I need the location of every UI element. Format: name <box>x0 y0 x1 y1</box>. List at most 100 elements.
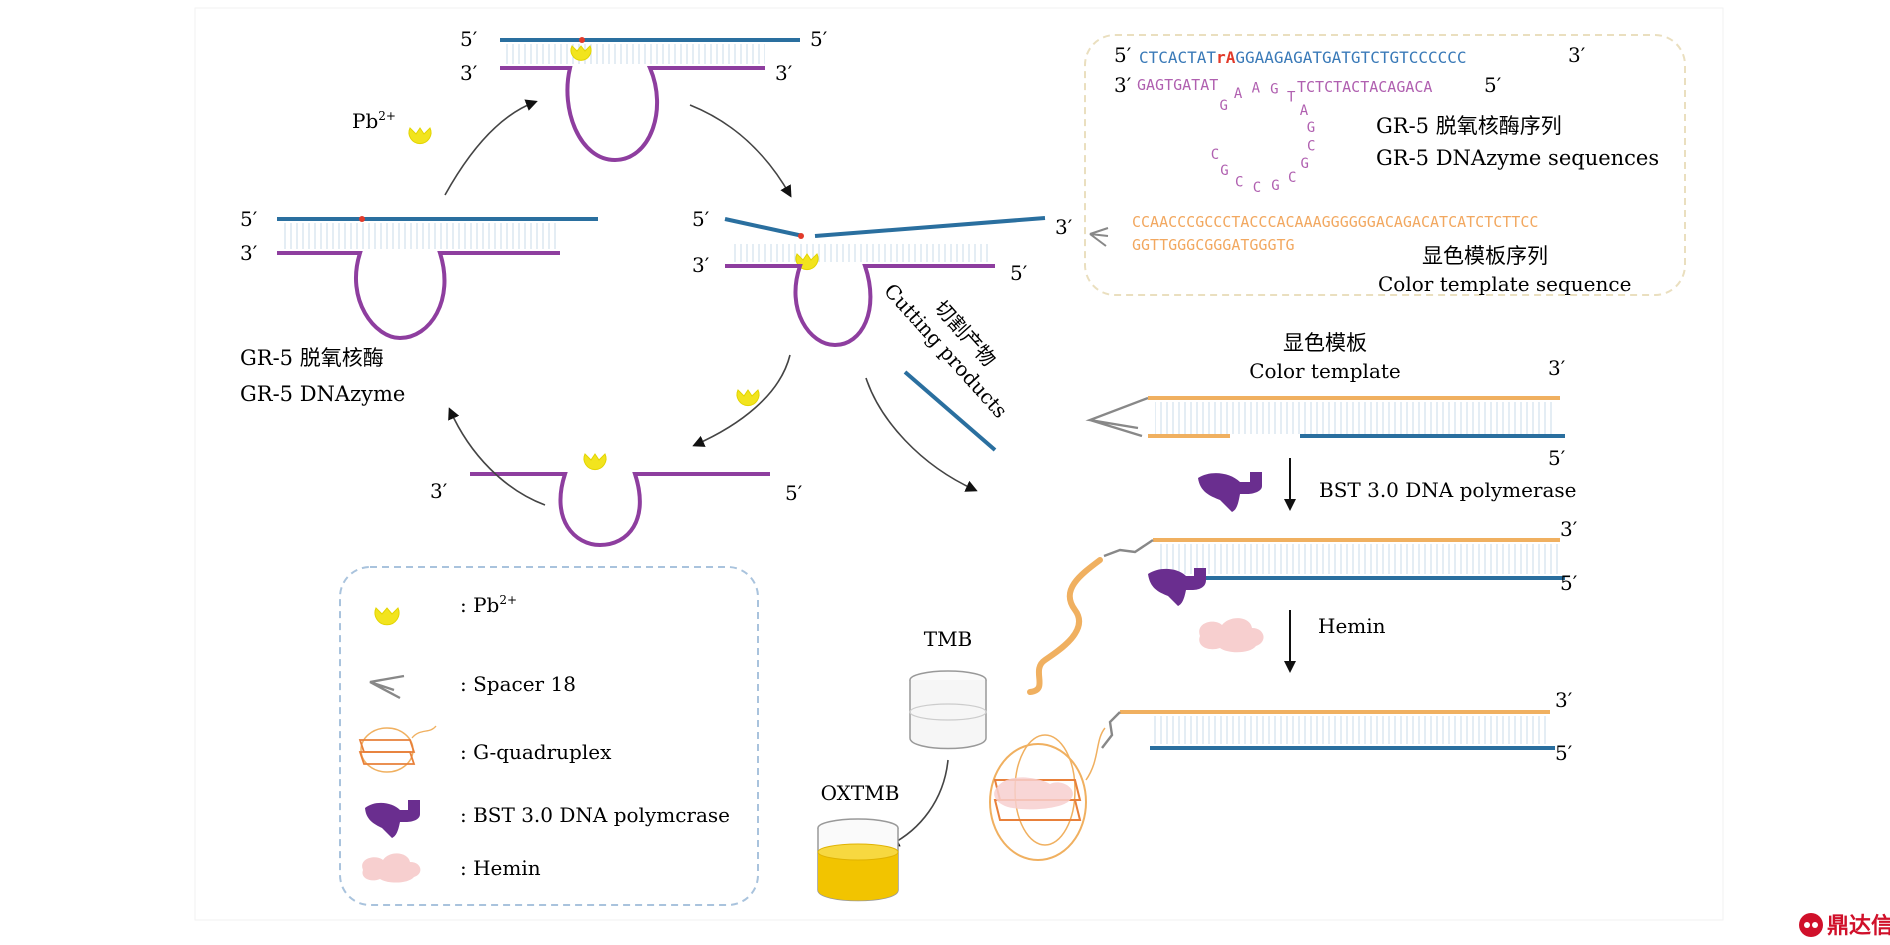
cutting-products-label: 切割产物 Cutting products <box>879 279 1012 423</box>
cycle-arrow-bottom-to-left <box>448 407 546 506</box>
right-3prime-bottom: 3′ <box>692 253 710 277</box>
seq-3prime-second: 3′ <box>1114 73 1132 97</box>
loop-letter: G <box>1219 98 1227 114</box>
color-template-label-en: Color template <box>1249 359 1401 383</box>
cycle-arrow-right-to-bottom <box>692 354 791 447</box>
amp-5prime-a: 5′ <box>1548 446 1566 470</box>
loop-letter: C <box>1211 147 1219 163</box>
amp-5prime-c: 5′ <box>1555 741 1573 765</box>
left-complex: 5′ 3′ <box>240 207 598 341</box>
dnazyme-strand <box>470 472 770 548</box>
loop-letter: G <box>1307 120 1315 136</box>
top-3prime-left: 3′ <box>460 61 478 85</box>
dnazyme-strand <box>500 66 765 163</box>
dnazyme-strand <box>277 251 560 341</box>
base-pairing <box>280 223 560 249</box>
pb-ion-icon <box>408 127 432 145</box>
legend-label-gquadruplex: : G-quadruplex <box>460 740 612 764</box>
seq-3prime-top: 3′ <box>1568 43 1586 67</box>
bst-polymerase-icon <box>365 800 420 838</box>
legend-label-spacer: : Spacer 18 <box>460 672 576 696</box>
substrate-fragment-right <box>814 216 1046 238</box>
top-complex: 5′ 5′ 3′ 3′ <box>460 27 828 163</box>
top-3prime-right: 3′ <box>775 61 793 85</box>
legend-label-pb: : Pb2+ <box>460 593 517 617</box>
spacer-18-icon <box>1101 711 1121 749</box>
base-pairing <box>1158 544 1558 574</box>
right-complex: 5′ 3′ 3′ 5′ <box>692 207 1073 348</box>
amp-3prime-a: 3′ <box>1548 356 1566 380</box>
seq-5prime-second: 5′ <box>1484 73 1502 97</box>
top-5prime-right: 5′ <box>810 27 828 51</box>
pb-ion-icon <box>736 389 760 407</box>
legend-label-hemin: : Hemin <box>460 856 541 880</box>
cutting-products-arrow <box>865 377 978 492</box>
color-template-label-zh: 显色模板 <box>1283 331 1367 355</box>
seq-5prime-top: 5′ <box>1114 43 1132 67</box>
right-5prime-bottom: 5′ <box>1010 261 1028 285</box>
tmb-label: TMB <box>924 627 973 651</box>
loop-letter: G <box>1220 163 1228 179</box>
oxtmb-label: OXTMB <box>821 781 900 805</box>
bst-polymerase-icon <box>1198 472 1262 512</box>
template-sequence-line2: GGTTGGGCGGGATGGGTG <box>1132 236 1295 254</box>
hemin-label: Hemin <box>1318 614 1386 638</box>
template-seq-label-zh: 显色模板序列 <box>1422 244 1548 268</box>
logo-text: 鼎达信 <box>1827 913 1890 939</box>
legend-box <box>339 566 759 906</box>
enzyme-seq-label-en: GR-5 DNAzyme sequences <box>1376 146 1659 170</box>
spacer-18-icon <box>1089 227 1109 247</box>
substrate-sequence: CTCACTATrAGGAAGAGATGATGTCTGTCCCCCC <box>1139 48 1467 67</box>
cleavage-site <box>359 216 365 222</box>
dnazyme-strand <box>725 264 995 348</box>
loop-letter: C <box>1253 180 1261 196</box>
loop-letter: C <box>1307 139 1315 155</box>
bottom-5prime: 5′ <box>785 481 803 505</box>
oxtmb-beaker-icon <box>817 818 899 902</box>
bst-polymerase-icon <box>1148 568 1206 606</box>
hemin-icon <box>1199 618 1264 653</box>
cleavage-site <box>579 37 585 43</box>
spacer-18-icon <box>1085 396 1149 438</box>
loop-letter: T <box>1287 89 1296 105</box>
loop-letter: G <box>1271 178 1279 194</box>
base-pairing <box>1150 716 1550 744</box>
top-5prime-left: 5′ <box>460 27 478 51</box>
loop-letter: A <box>1252 80 1261 96</box>
dnazyme-label-zh: GR-5 脱氧核酶 <box>240 346 384 370</box>
polymerase-label: BST 3.0 DNA polymerase <box>1319 478 1577 502</box>
sequence-panel <box>1084 34 1686 296</box>
cycle-arrow-top-to-right <box>689 104 792 198</box>
base-pairing <box>1155 402 1555 434</box>
amp-3prime-c: 3′ <box>1555 688 1573 712</box>
enzyme-sequence-right: TCTCTACTACAGACA <box>1297 78 1432 96</box>
page-frame <box>194 7 1724 921</box>
base-pairing <box>505 44 765 64</box>
amp-3prime-b: 3′ <box>1560 517 1578 541</box>
enzyme-seq-label-zh: GR-5 脱氧核酶序列 <box>1376 114 1562 138</box>
right-5prime: 5′ <box>692 207 710 231</box>
pb-label: Pb2+ <box>352 109 396 133</box>
cycle-arrow-left-to-top <box>444 99 538 196</box>
left-5prime: 5′ <box>240 207 258 231</box>
spacer-18-icon <box>1103 539 1154 558</box>
g-quadruplex-hemin-complex <box>989 727 1106 861</box>
enzyme-sequence-left: GAGTGATAT <box>1137 76 1218 94</box>
logo-mark-icon <box>1799 913 1823 937</box>
pb-ion-icon <box>583 453 607 471</box>
pb-ion-icon <box>570 45 592 61</box>
spacer-18-icon <box>369 674 405 700</box>
pb-ion-icon <box>374 607 400 626</box>
legend-label-polymerase: : BST 3.0 DNA polymcrase <box>460 803 730 827</box>
g-quadruplex-icon <box>358 725 437 773</box>
loop-letter: A <box>1300 103 1309 119</box>
cutting-product-strand <box>903 370 997 452</box>
base-pairing <box>730 244 990 262</box>
loop-letter: A <box>1234 86 1243 102</box>
loop-letter: C <box>1235 175 1243 191</box>
right-3prime-top: 3′ <box>1055 215 1073 239</box>
displaced-template-strand <box>1027 557 1103 695</box>
template-sequence-line1: CCAACCCGCCCTACCCACAAAGGGGGGACAGACATCATCT… <box>1132 213 1538 231</box>
